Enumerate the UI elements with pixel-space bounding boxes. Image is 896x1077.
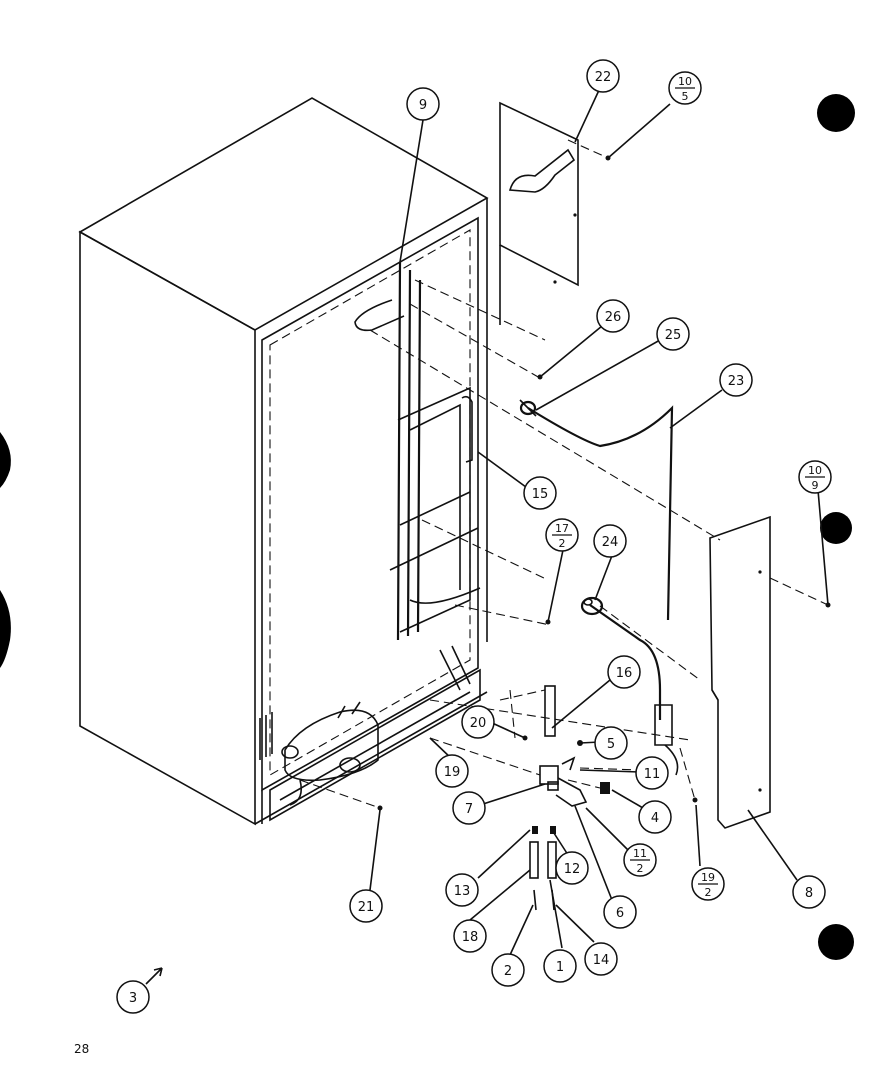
callout-3: 3 — [116, 980, 150, 1014]
callout-8: 8 — [792, 875, 826, 909]
callout-12: 12 — [555, 851, 589, 885]
condenser-coil — [354, 261, 481, 691]
back-panel-lower — [709, 515, 771, 829]
callout-number: 20 — [470, 716, 487, 731]
callout-18: 18 — [453, 919, 487, 953]
callout-number: 19 — [444, 765, 461, 780]
callout-16: 16 — [607, 655, 641, 689]
callout-5: 5 — [594, 726, 628, 760]
callout-number: 12 — [564, 862, 581, 877]
callout-number: 7 — [465, 802, 473, 817]
callout-10-5: 105 — [668, 71, 702, 105]
callout-number: 16 — [616, 666, 633, 681]
callout-numerator: 11 — [633, 847, 647, 860]
callout-7: 7 — [452, 791, 486, 825]
callout-number: 21 — [358, 900, 375, 915]
callout-11-2: 112 — [623, 843, 657, 877]
callout-numerator: 19 — [701, 871, 715, 884]
callout-25: 25 — [656, 317, 690, 351]
callout-4: 4 — [638, 800, 672, 834]
callout-number: 22 — [595, 70, 612, 85]
callout-denominator: 9 — [812, 479, 819, 492]
callout-number: 9 — [419, 98, 427, 113]
callout-numerator: 17 — [555, 522, 569, 535]
page-number: 28 — [74, 1042, 89, 1056]
callout-number: 18 — [462, 930, 479, 945]
power-cord — [527, 405, 679, 776]
callout-14: 14 — [584, 942, 618, 976]
callout-15: 15 — [523, 476, 557, 510]
assembly-lines — [299, 139, 829, 809]
callout-2: 2 — [491, 953, 525, 987]
callout-23: 23 — [719, 363, 753, 397]
callout-9: 9 — [406, 87, 440, 121]
callout-20: 20 — [461, 705, 495, 739]
callout-17-2: 172 — [545, 518, 579, 552]
callout-13: 13 — [445, 873, 479, 907]
callout-numerator: 10 — [808, 464, 822, 477]
callout-number: 24 — [602, 535, 619, 550]
callout-number: 5 — [607, 737, 615, 752]
callout-1: 1 — [543, 949, 577, 983]
callout-6: 6 — [603, 895, 637, 929]
callout-number: 11 — [644, 767, 661, 782]
callout-number: 6 — [616, 906, 624, 921]
compressor — [281, 701, 379, 806]
strain-relief — [580, 596, 604, 616]
callout-number: 1 — [556, 960, 564, 975]
binder-holes — [0, 94, 855, 960]
callout-21: 21 — [349, 889, 383, 923]
callout-number: 3 — [129, 991, 137, 1006]
callout-24: 24 — [593, 524, 627, 558]
callout-number: 13 — [454, 884, 471, 899]
leader-lines — [145, 87, 829, 985]
fasteners — [377, 155, 831, 911]
callout-11: 11 — [635, 756, 669, 790]
callout-number: 15 — [532, 487, 549, 502]
callout-denominator: 2 — [637, 862, 644, 875]
callout-denominator: 5 — [682, 90, 689, 103]
callout-26: 26 — [596, 299, 630, 333]
callout-number: 14 — [593, 953, 610, 968]
cord-plug — [519, 399, 537, 417]
callout-numerator: 10 — [678, 75, 692, 88]
callout-number: 25 — [665, 328, 682, 343]
side-vent — [259, 712, 273, 760]
callout-number: 2 — [504, 964, 512, 979]
callout-number: 4 — [651, 811, 659, 826]
callout-19: 19 — [435, 754, 469, 788]
callout-number: 26 — [605, 310, 622, 325]
refrigerator-cabinet — [78, 97, 489, 826]
callout-denominator: 2 — [705, 886, 712, 899]
callout-19-2: 192 — [691, 867, 725, 901]
callout-10-9: 109 — [798, 460, 832, 494]
callout-22: 22 — [586, 59, 620, 93]
callout-number: 8 — [805, 886, 813, 901]
callout-number: 23 — [728, 374, 745, 389]
callout-denominator: 2 — [559, 537, 566, 550]
back-panel-upper — [499, 101, 579, 325]
